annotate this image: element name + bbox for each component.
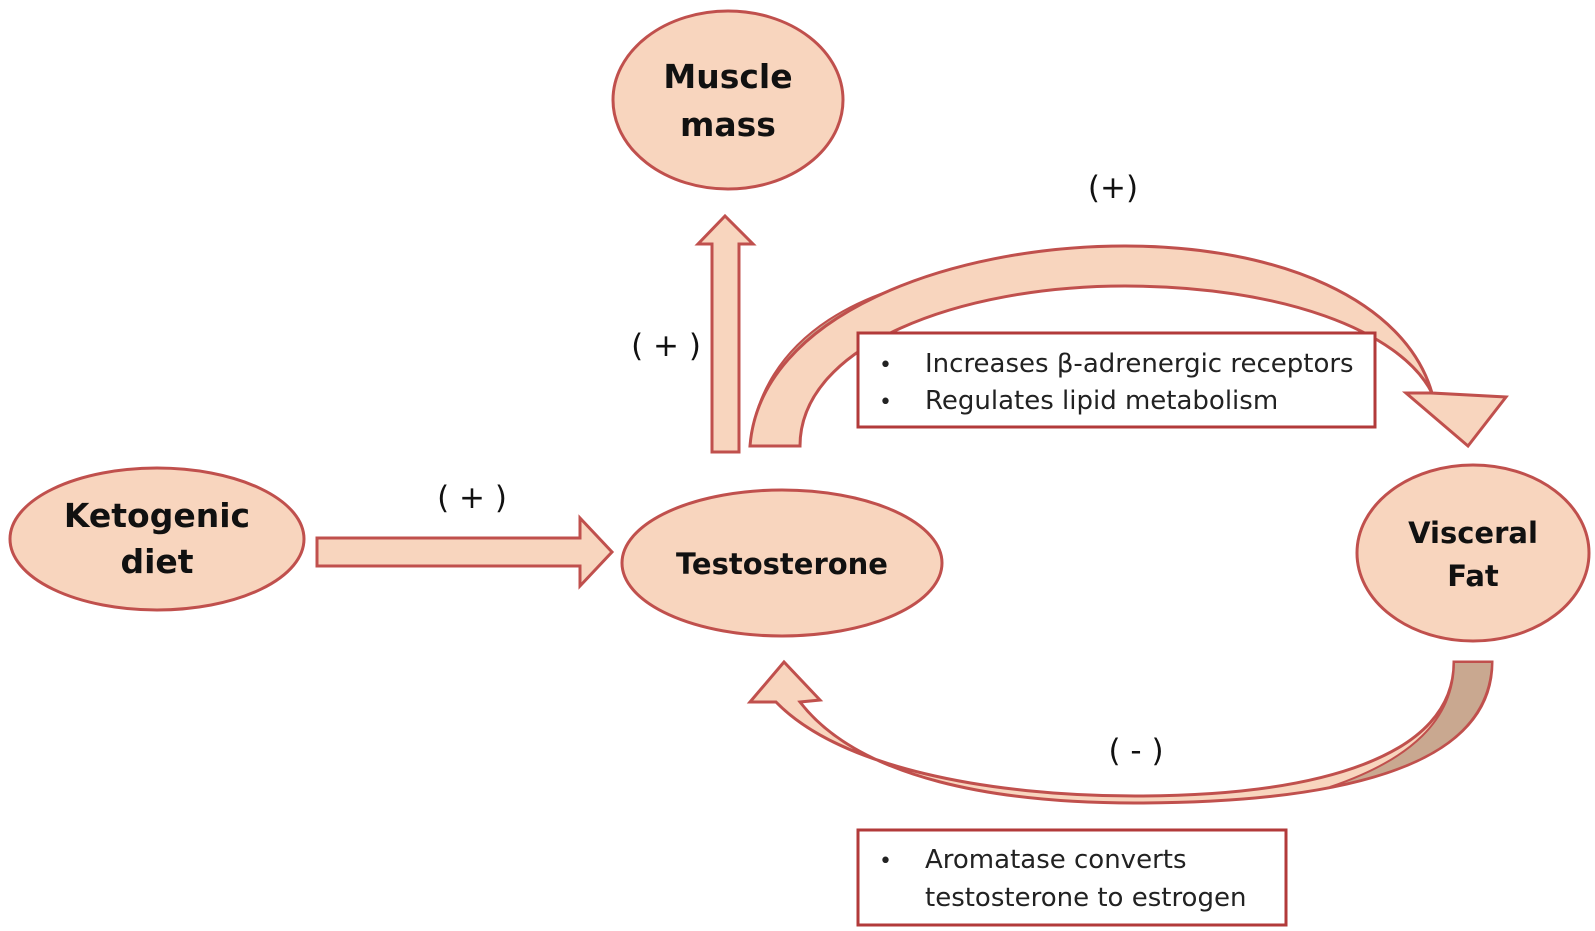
arrow-bottom-curve-shadow [1329, 661, 1494, 788]
node-muscle-mass-label-line2: mass [680, 105, 776, 144]
node-visceral-fat-label-line1: Visceral [1408, 516, 1538, 550]
info-box-bottom-border [856, 828, 1288, 927]
arrow-testosterone-to-visceral-fat [748, 244, 1509, 449]
node-ketogenic-diet[interactable]: Ketogenic diet [8, 466, 306, 612]
sign-diet-to-testosterone: ( + ) [437, 480, 507, 516]
arrow-diet-to-testosterone [315, 514, 615, 590]
node-muscle-mass-shape [611, 9, 845, 191]
node-testosterone-label: Testosterone [676, 547, 888, 581]
sign-testosterone-to-muscle: ( + ) [631, 328, 701, 364]
info-box-top-item-2: Regulates lipid metabolism [925, 386, 1278, 416]
info-box-top-bullet-2: • [879, 390, 892, 415]
info-box-aromatase: • Aromatase converts testosterone to est… [856, 828, 1288, 927]
node-muscle-mass-label-line1: Muscle [663, 57, 792, 96]
node-visceral-fat[interactable]: Visceral Fat [1355, 463, 1591, 643]
info-box-top-bullet-1: • [879, 353, 892, 378]
arrow-testosterone-to-muscle [694, 213, 757, 454]
node-ketogenic-diet-shape [8, 466, 306, 612]
info-box-bottom-bullet: • [879, 849, 892, 874]
arrow-top-curve-body [748, 244, 1509, 449]
info-box-bottom-line-2: testosterone to estrogen [925, 883, 1246, 913]
info-box-testosterone-effects: • Increases β-adrenergic receptors • Reg… [856, 331, 1377, 429]
node-testosterone[interactable]: Testosterone [620, 488, 944, 638]
node-visceral-fat-label-line2: Fat [1447, 559, 1499, 593]
sign-testosterone-to-fat: (+) [1088, 170, 1138, 206]
node-testosterone-shape [620, 488, 944, 638]
node-ketogenic-diet-label-line2: diet [120, 542, 193, 581]
sign-fat-to-testosterone: ( - ) [1108, 733, 1163, 769]
arrow-visceral-fat-to-testosterone [746, 659, 1494, 805]
info-box-top-item-1: Increases β-adrenergic receptors [925, 349, 1354, 379]
arrow-bottom-curve-body [746, 659, 1494, 805]
info-box-top-border [856, 331, 1377, 429]
node-ketogenic-diet-label-line1: Ketogenic [64, 496, 250, 535]
node-muscle-mass[interactable]: Muscle mass [611, 9, 845, 191]
info-box-bottom-line-1: Aromatase converts [925, 845, 1187, 875]
node-visceral-fat-shape [1355, 463, 1591, 643]
